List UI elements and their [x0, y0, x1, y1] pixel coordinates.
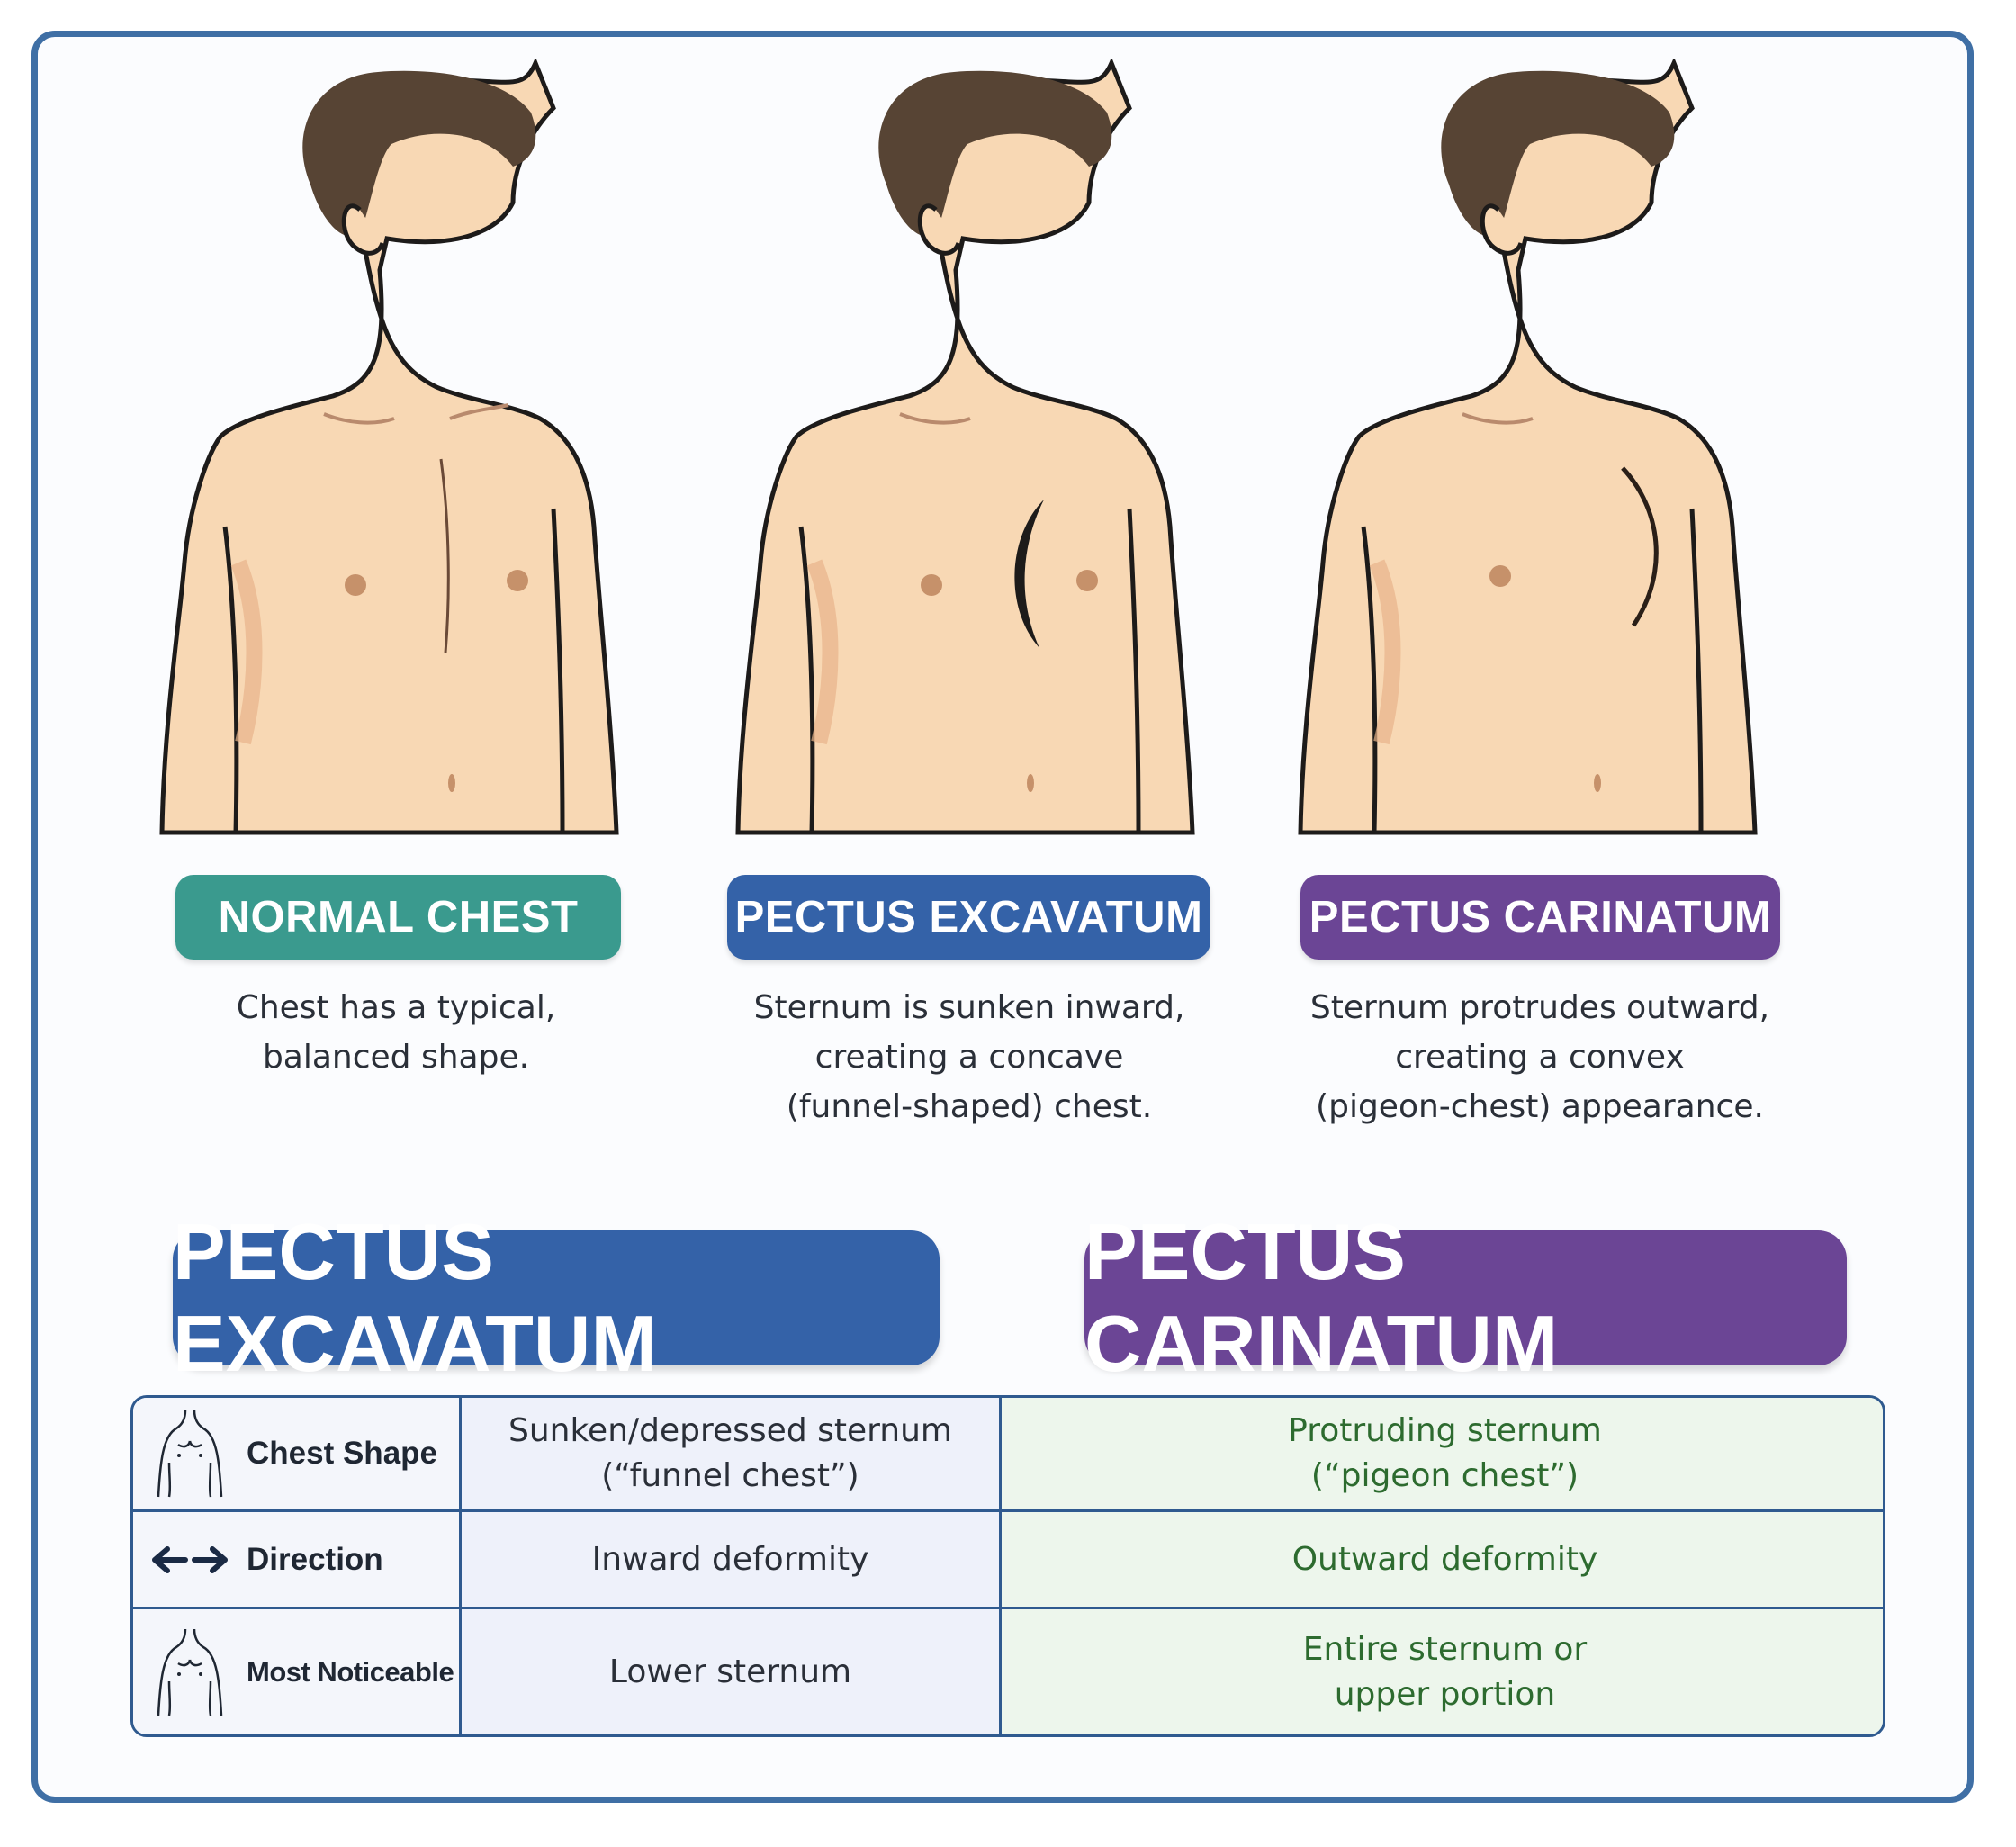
row-label-text: Direction [247, 1541, 383, 1577]
description-line: (funnel-shaped) chest. [786, 1088, 1153, 1125]
comparison-table: Chest Shape Sunken/depressed sternum (“f… [130, 1395, 1886, 1737]
row-label-direction: Direction [133, 1512, 462, 1609]
cell-carinatum-most-noticeable: Entire sternum or upper portion [1002, 1609, 1883, 1734]
description-line: creating a convex [1395, 1039, 1685, 1076]
row-label-chest-shape: Chest Shape [133, 1398, 462, 1512]
row-label-most-noticeable: Most Noticeable [133, 1609, 462, 1734]
header-pectus-excavatum: PECTUS EXCAVATUM [173, 1207, 940, 1388]
cell-line: (“pigeon chest”) [1310, 1457, 1580, 1494]
description-line: Sternum protrudes outward, [1310, 989, 1770, 1026]
cell-line: Lower sternum [608, 1653, 852, 1690]
cell-line: upper portion [1334, 1675, 1556, 1713]
label-pectus-excavatum: PECTUS EXCAVATUM [727, 875, 1210, 960]
torso-icon [149, 1409, 230, 1499]
label-normal-chest: NORMAL CHEST [176, 875, 621, 960]
cell-line: Inward deformity [591, 1540, 869, 1578]
description-normal-chest: Chest has a typical, balanced shape. [144, 983, 648, 1082]
label-pectus-carinatum: PECTUS CARINATUM [1300, 875, 1780, 960]
description-line: creating a concave [814, 1039, 1124, 1076]
description-line: balanced shape. [262, 1039, 530, 1076]
torso-icon [149, 1627, 230, 1717]
figure-normal-chest [153, 59, 639, 842]
row-label-text: Chest Shape [247, 1436, 437, 1471]
description-line: Chest has a typical, [236, 989, 556, 1026]
cell-line: Protruding sternum [1288, 1412, 1602, 1449]
description-line: (pigeon-chest) appearance. [1316, 1088, 1764, 1125]
torso-illustration-carinatum [1298, 59, 1758, 835]
description-pectus-carinatum: Sternum protrudes outward, creating a co… [1288, 983, 1792, 1131]
cell-carinatum-direction: Outward deformity [1002, 1512, 1883, 1609]
torso-illustration-normal [159, 59, 619, 835]
description-pectus-excavatum: Sternum is sunken inward, creating a con… [717, 983, 1221, 1131]
cell-line: Entire sternum or [1302, 1630, 1588, 1668]
torso-illustration-excavatum [735, 59, 1195, 835]
figure-pectus-excavatum [729, 59, 1215, 842]
header-pectus-carinatum: PECTUS CARINATUM [1084, 1207, 1847, 1388]
description-line: Sternum is sunken inward, [753, 989, 1185, 1026]
cell-line: (“funnel chest”) [601, 1457, 860, 1494]
double-arrow-icon [149, 1515, 230, 1605]
cell-excavatum-most-noticeable: Lower sternum [462, 1609, 1002, 1734]
cell-excavatum-chest-shape: Sunken/depressed sternum (“funnel chest”… [462, 1398, 1002, 1512]
cell-excavatum-direction: Inward deformity [462, 1512, 1002, 1609]
cell-line: Outward deformity [1292, 1540, 1598, 1578]
cell-carinatum-chest-shape: Protruding sternum (“pigeon chest”) [1002, 1398, 1883, 1512]
figure-pectus-carinatum [1292, 59, 1778, 842]
row-label-text: Most Noticeable [247, 1655, 454, 1688]
cell-line: Sunken/depressed sternum [508, 1412, 952, 1449]
